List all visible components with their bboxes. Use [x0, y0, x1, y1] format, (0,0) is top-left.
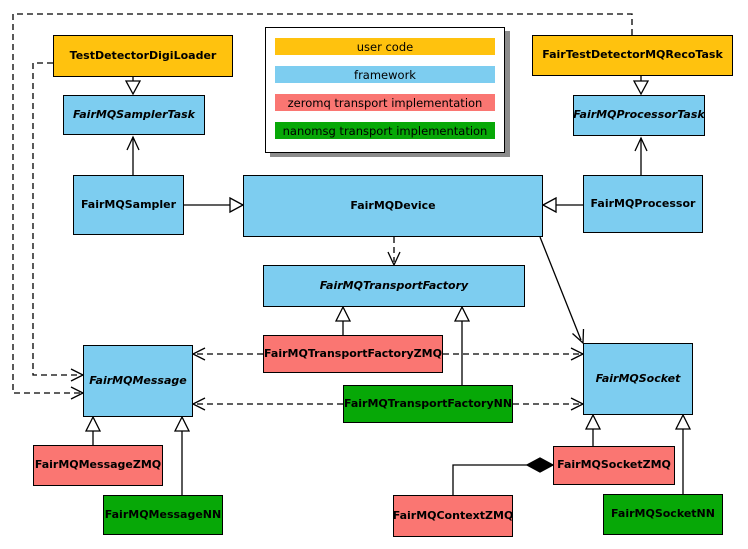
class-fairmqsamplertask: FairMQSamplerTask: [63, 95, 205, 135]
edge-device-transportfactory: [387, 237, 401, 267]
class-fairmqsampler: FairMQSampler: [73, 175, 184, 235]
edge-sampler-device: [184, 196, 245, 214]
class-fairmqtransportfactorynn: FairMQTransportFactoryNN: [343, 385, 513, 423]
class-fairmqprocessor: FairMQProcessor: [583, 175, 703, 233]
inheritance-triangle-icon: [124, 80, 142, 96]
class-fairmqtransportfactoryzmq: FairMQTransportFactoryZMQ: [263, 335, 443, 373]
edge-messagenn-message: [173, 415, 191, 495]
class-fairmqsocketnn: FairMQSocketNN: [603, 494, 723, 535]
edge-contextzmq-socketzmq: [452, 457, 555, 495]
inheritance-triangle-icon: [674, 413, 692, 430]
open-arrowhead-icon: [191, 397, 206, 411]
edge-factoryzmq-message: [191, 347, 263, 361]
class-fairmqcontextzmq: FairMQContextZMQ: [393, 495, 513, 537]
inheritance-triangle-icon: [334, 305, 352, 322]
inheritance-triangle-icon: [173, 415, 191, 432]
edge-line: [539, 236, 582, 341]
inheritance-triangle-icon: [453, 305, 471, 322]
inheritance-triangle-icon: [584, 413, 602, 430]
open-arrowhead-icon: [191, 347, 206, 361]
legend-item-nanomsg: nanomsg transport implementation: [275, 122, 495, 139]
edge-recotask-processortask: [632, 76, 650, 96]
inheritance-triangle-icon: [632, 80, 650, 96]
legend-box: user code framework zeromq transport imp…: [265, 27, 505, 153]
legend-item-user-code: user code: [275, 38, 495, 55]
class-fairmqdevice: FairMQDevice: [243, 175, 543, 237]
edge-processor-processortask: [634, 136, 648, 175]
class-fairmqtransportfactory: FairMQTransportFactory: [263, 265, 525, 307]
class-fairmqprocessortask: FairMQProcessorTask: [573, 95, 705, 136]
edge-factoryzmq-transportfactory: [334, 305, 352, 335]
open-arrowhead-icon: [126, 135, 140, 151]
edge-factoryzmq-socket: [443, 347, 585, 361]
class-testdetectordigiloader: TestDetectorDigiLoader: [53, 35, 233, 77]
class-fairmqsocketzmq: FairMQSocketZMQ: [553, 446, 675, 485]
class-fairmqmessagenn: FairMQMessageNN: [103, 495, 223, 535]
inheritance-triangle-icon: [541, 196, 557, 214]
edge-line: [12, 13, 633, 394]
edge-line: [32, 62, 81, 376]
inheritance-triangle-icon: [84, 415, 102, 432]
legend-item-zeromq: zeromq transport implementation: [275, 94, 495, 111]
edge-line: [452, 464, 527, 495]
edge-digiloader-samplertask: [124, 77, 142, 96]
edge-socketnn-socket: [674, 413, 692, 494]
class-fairmqmessagezmq: FairMQMessageZMQ: [33, 445, 163, 486]
edge-factorynn-message: [191, 397, 343, 411]
class-fairmqsocket: FairMQSocket: [583, 343, 693, 415]
edge-device-socket: [539, 236, 585, 345]
edge-processor-device: [541, 196, 583, 214]
class-fairtestdetectormqrecotask: FairTestDetectorMQRecoTask: [532, 35, 733, 76]
inheritance-triangle-icon: [229, 196, 245, 214]
open-arrowhead-icon: [634, 136, 648, 152]
edge-sampler-samplertask: [126, 135, 140, 175]
edge-factorynn-socket: [513, 397, 585, 411]
composition-diamond-icon: [525, 457, 555, 473]
edge-socketzmq-socket: [584, 413, 602, 446]
edge-factorynn-transportfactory: [453, 305, 471, 385]
edge-messagezmq-message: [84, 415, 102, 445]
legend-item-framework: framework: [275, 66, 495, 83]
class-fairmqmessage: FairMQMessage: [83, 345, 193, 417]
